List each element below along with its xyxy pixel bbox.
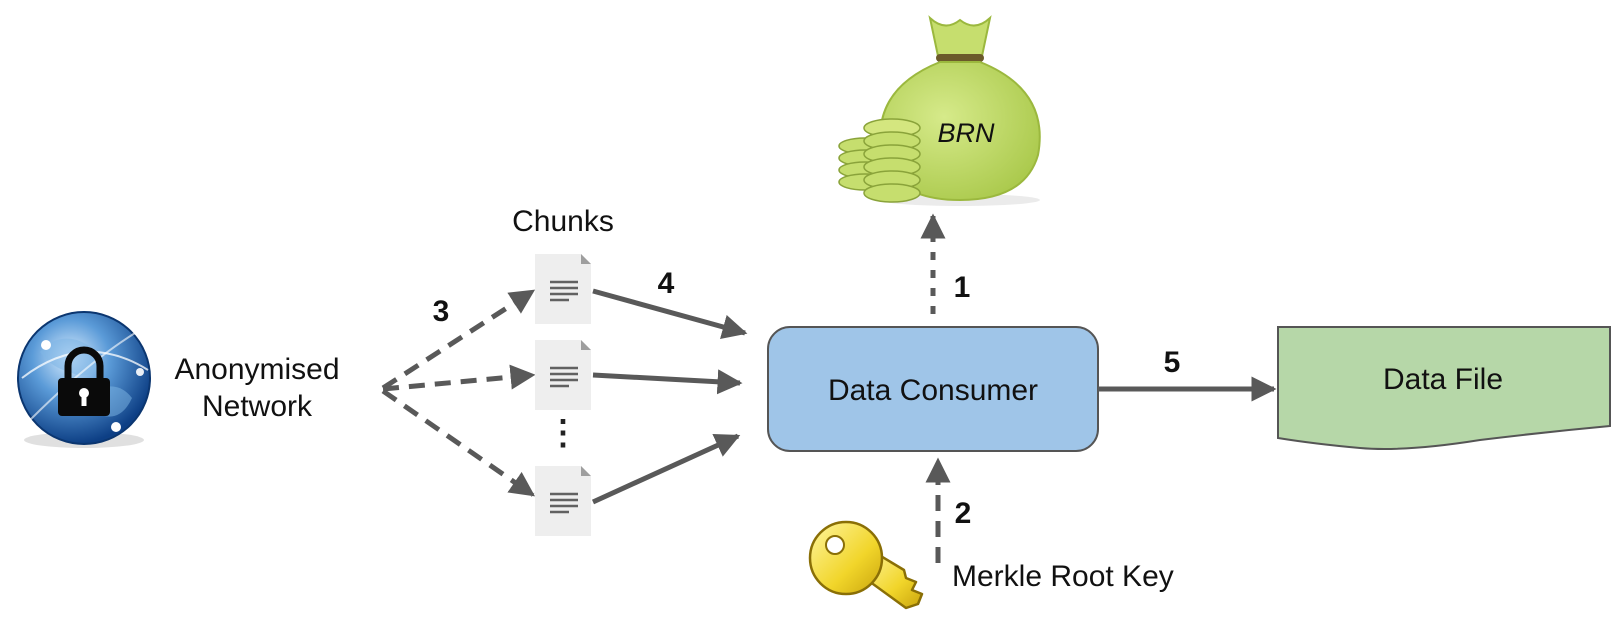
step-1-label: 1	[954, 271, 971, 304]
money-bag-icon	[838, 15, 1041, 206]
arrow-chunk2-to-consumer	[592, 369, 743, 395]
chunks-label: Chunks	[512, 205, 614, 238]
arrow-network-to-chunk2	[382, 364, 536, 392]
network-label-line1: Anonymised	[174, 353, 339, 386]
step4-arrows	[591, 288, 748, 505]
step3-arrows	[381, 288, 536, 498]
globe-lock-icon	[17, 311, 151, 448]
arrow-network-to-chunk1	[381, 288, 536, 391]
chunks-ellipsis: ⋮	[546, 414, 580, 452]
arrow-chunk1-to-consumer	[592, 288, 748, 340]
key-label: Merkle Root Key	[952, 560, 1174, 593]
arrow-chunk3-to-consumer	[591, 433, 741, 505]
step-3-label: 3	[433, 295, 450, 328]
step-2-label: 2	[955, 497, 972, 530]
key-icon	[808, 520, 924, 610]
data-consumer-label: Data Consumer	[828, 374, 1038, 407]
document-icon	[535, 340, 591, 410]
step-4-label: 4	[658, 267, 675, 300]
document-icon	[535, 254, 591, 324]
document-icon	[535, 466, 591, 536]
data-file-label: Data File	[1383, 363, 1503, 396]
arrow-network-to-chunk3	[381, 388, 536, 498]
step-5-label: 5	[1164, 346, 1181, 379]
data-file-shape	[1277, 326, 1611, 450]
network-label-line2: Network	[202, 390, 313, 423]
token-label: BRN	[937, 118, 995, 148]
